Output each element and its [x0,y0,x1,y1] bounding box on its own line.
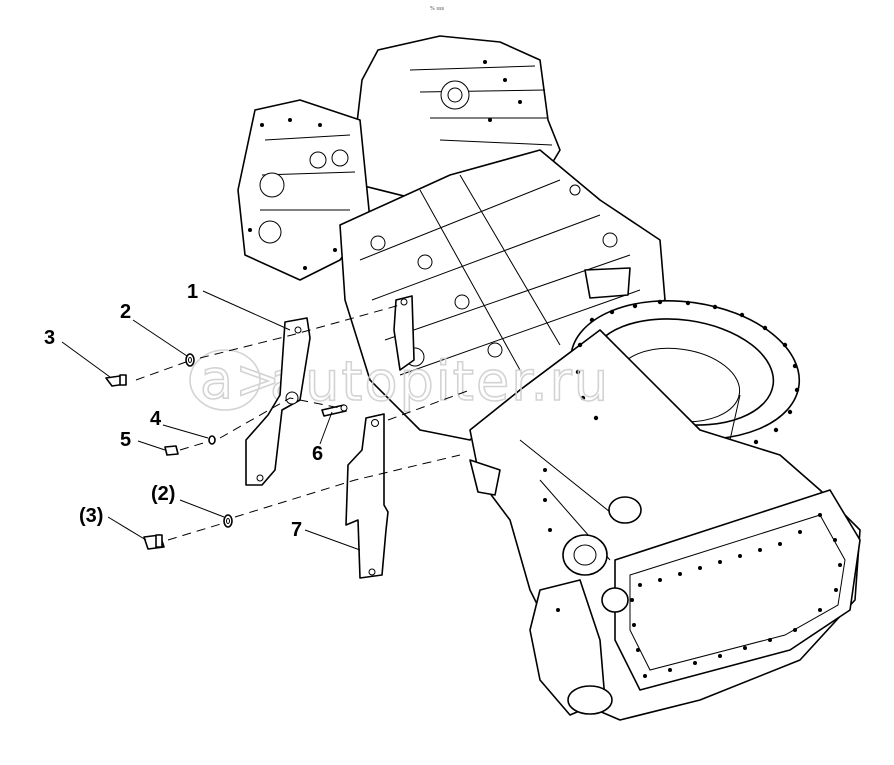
callout-7: 7 [291,519,302,541]
assembly-lines [135,304,471,541]
callout-5: 5 [120,429,131,451]
nut-part-5 [164,445,179,456]
header-mark: % sss [430,6,445,12]
bracket-part-7 [345,413,389,579]
bolt-part-3-repeat [143,534,165,550]
callout-3-repeat: (3) [79,505,103,527]
washer-part-2-repeat [223,514,233,528]
pin-part-6 [321,404,348,417]
washer-part-4 [208,435,216,445]
callout-1: 1 [187,281,198,303]
callout-3: 3 [44,327,55,349]
callout-6: 6 [312,443,323,465]
leader-lines [61,290,361,551]
callout-4: 4 [150,408,162,430]
bolt-hole-dots [248,60,842,678]
watermark: a> autopiter.ru [189,347,610,414]
bracket-part-1 [245,317,311,486]
callout-2-repeat: (2) [151,483,175,505]
callout-2: 2 [120,301,131,323]
transmission-housing [237,35,861,721]
bracket-part-housing [393,295,415,371]
watermark-text: autopiter.ru [270,350,610,413]
washer-part-2 [185,353,195,367]
callout-labels: 1 2 3 4 5 6 (2) (3) 7 [44,281,323,541]
bolt-part-3 [105,374,127,387]
watermark-logo: a> [200,348,282,411]
